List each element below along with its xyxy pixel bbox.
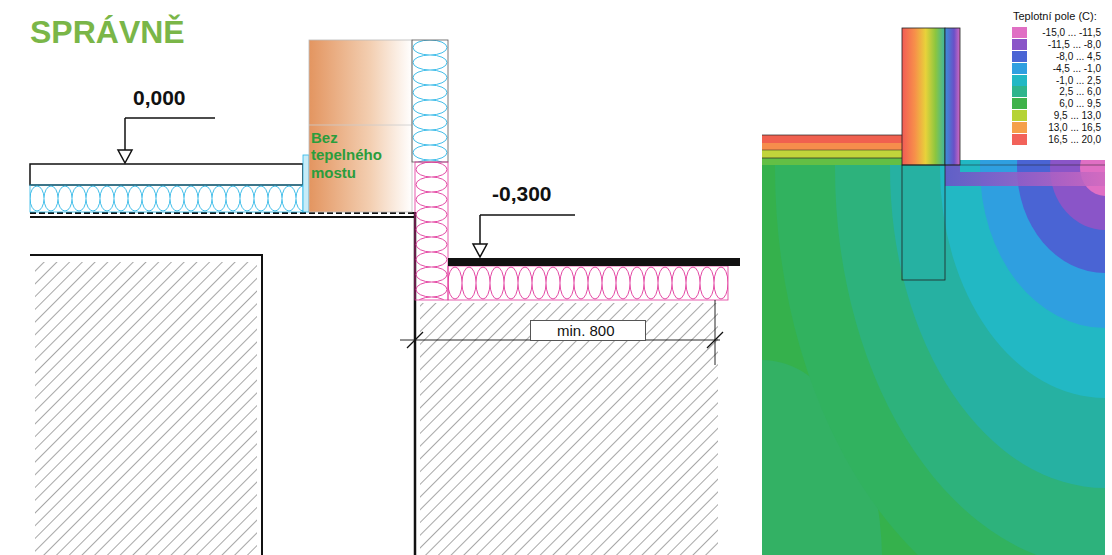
dimension-tick — [407, 332, 423, 348]
heading: SPRÁVNĚ — [30, 14, 185, 51]
floor-thermal — [762, 150, 902, 158]
legend-swatch — [1012, 122, 1027, 133]
pavement — [448, 258, 740, 266]
legend-swatch — [1012, 75, 1027, 86]
level-value: -0,300 — [492, 182, 552, 206]
dimension-tick — [707, 332, 723, 348]
thermal-field — [642, 0, 1112, 555]
legend-row: -1,0 ... 2,5 — [1012, 74, 1101, 86]
isotherm-band — [890, 160, 1105, 488]
legend-row: -8,0 ... 4,5 — [1012, 51, 1101, 63]
perimeter-insulation — [415, 162, 448, 300]
perimeter-insulation — [448, 266, 728, 300]
screed-layer — [30, 164, 303, 185]
floor-insulation — [30, 185, 303, 212]
extension-line — [715, 300, 716, 365]
legend-text: 13,0 ... 16,5 — [1027, 122, 1101, 133]
level-line — [479, 215, 481, 244]
isotherms — [762, 160, 1105, 555]
legend-text: -1,0 ... 2,5 — [1027, 75, 1101, 86]
legend-row: 6,0 ... 9,5 — [1012, 98, 1101, 110]
foundation-outline — [30, 255, 262, 555]
legend-text: 16,5 ... 20,0 — [1027, 134, 1101, 145]
legend-text: -11,5 ... -8,0 — [1027, 39, 1101, 50]
floor-thermal — [762, 158, 902, 165]
level-line — [124, 118, 126, 150]
legend-row: 16,5 ... 20,0 — [1012, 133, 1101, 145]
legend-swatch — [1012, 51, 1027, 62]
edge-insulation-strip — [303, 155, 309, 212]
legend-title: Teplotní pole (C): — [1013, 10, 1097, 23]
legend-swatch — [1012, 39, 1027, 50]
facade-insulation — [412, 40, 448, 162]
isotherm-band — [1050, 160, 1105, 230]
section-drawing — [30, 40, 740, 555]
ground-line — [945, 165, 1105, 166]
level-triangle — [118, 150, 132, 163]
wall-note: Bez tepelného mostu — [311, 129, 409, 181]
level-line — [125, 117, 215, 119]
legend-row: -15,0 ... -11,5 — [1012, 27, 1101, 39]
level-triangle — [473, 244, 487, 257]
legend-row: -11,5 ... -8,0 — [1012, 39, 1101, 51]
legend-text: 2,5 ... 6,0 — [1027, 86, 1101, 97]
legend-text: -4,5 ... -1,0 — [1027, 63, 1101, 74]
legend-text: 6,0 ... 9,5 — [1027, 98, 1101, 109]
legend-row: 9,5 ... 13,0 — [1012, 110, 1101, 122]
wall-thermal — [902, 28, 945, 165]
legend-row: 13,0 ... 16,5 — [1012, 121, 1101, 133]
insulation-thermal — [945, 28, 960, 165]
legend-row: -4,5 ... -1,0 — [1012, 62, 1101, 74]
legend-swatch — [1012, 110, 1027, 121]
legend-text: 9,5 ... 13,0 — [1027, 110, 1101, 121]
ground-surface-band — [945, 160, 1105, 186]
masonry-wall — [309, 40, 412, 212]
masonry-joint — [309, 125, 412, 126]
legend-swatch — [1012, 86, 1027, 97]
legend: -15,0 ... -11,5-11,5 ... -8,0-8,0 ... 4,… — [1012, 27, 1101, 145]
layer-line — [762, 135, 902, 136]
layer-line — [762, 158, 902, 159]
soil-hatch — [420, 303, 718, 555]
floor-thermal — [762, 143, 902, 150]
legend-row: 2,5 ... 6,0 — [1012, 86, 1101, 98]
legend-swatch — [1012, 98, 1027, 109]
legend-swatch — [1012, 63, 1027, 74]
legend-text: -15,0 ... -11,5 — [1027, 27, 1101, 38]
soil-hatch — [35, 262, 257, 555]
level-value: 0,000 — [133, 86, 186, 110]
layer-line — [762, 150, 902, 151]
foundation-outline — [902, 165, 945, 280]
isotherm-band — [835, 160, 1105, 555]
legend-swatch — [1012, 27, 1027, 38]
legend-swatch — [1012, 134, 1027, 145]
slab-line — [30, 216, 415, 218]
isotherm-band — [940, 160, 1105, 398]
dimension-value: min. 800 — [530, 320, 646, 341]
level-line — [480, 214, 575, 216]
isotherm-band — [775, 160, 1105, 555]
legend-text: -8,0 ... 4,5 — [1027, 51, 1101, 62]
floor-thermal — [762, 135, 902, 143]
